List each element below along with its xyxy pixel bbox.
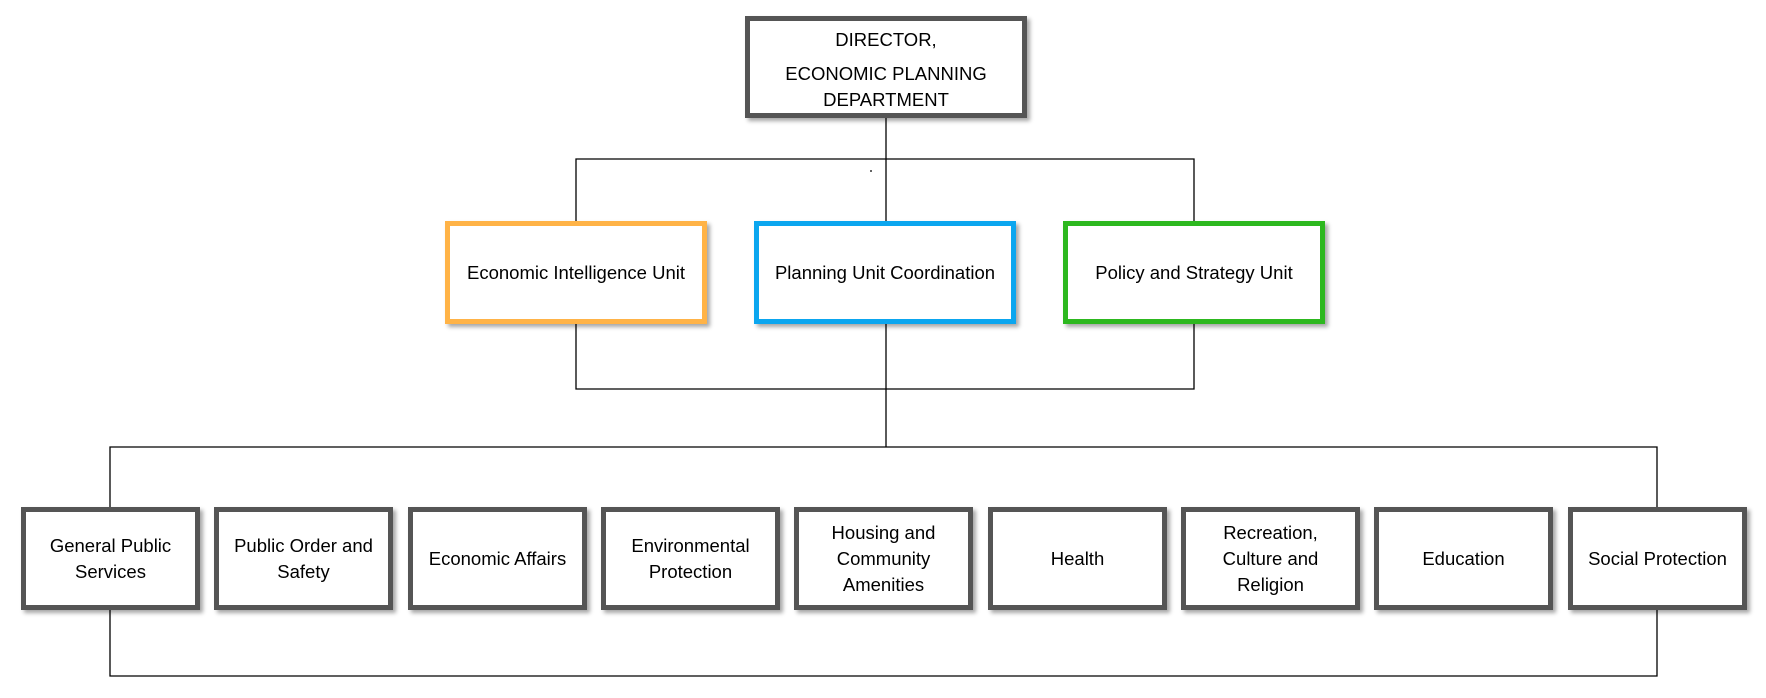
unit-label: Policy and Strategy Unit [1095, 261, 1293, 283]
connector-function-top-bracket [109, 446, 1658, 507]
function-box-recreation-culture-and-religion: Recreation, Culture and Religion [1181, 507, 1360, 610]
function-box-social-protection: Social Protection [1568, 507, 1747, 610]
function-box-public-order-and-safety: Public Order and Safety [214, 507, 393, 610]
function-label-line: Religion [1237, 573, 1304, 595]
function-box-housing-and-community-amenities: Housing and Community Amenities [794, 507, 973, 610]
function-box-environmental-protection: Environmental Protection [601, 507, 780, 610]
unit-label: Economic Intelligence Unit [467, 261, 685, 283]
function-box-economic-affairs: Economic Affairs [408, 507, 587, 610]
director-title-line1: DIRECTOR, [835, 29, 937, 50]
function-label-line: Culture and [1222, 547, 1319, 569]
function-box-general-public-services: General Public Services [21, 507, 200, 610]
function-label-line: Services [75, 560, 146, 582]
function-label-line: Amenities [842, 573, 925, 595]
function-label-line: Protection [648, 560, 733, 582]
connector-function-bottom-bracket [109, 610, 1658, 677]
function-label-line: Public Order and [234, 534, 373, 556]
function-label-line: Housing and [831, 521, 936, 543]
policy-and-strategy-unit-box: Policy and Strategy Unit [1063, 221, 1325, 324]
stray-dot [870, 170, 872, 172]
director-title-line2: ECONOMIC PLANNING [785, 63, 987, 84]
function-label-line: Health [1050, 547, 1105, 569]
function-label-line: Recreation, [1223, 521, 1318, 543]
planning-unit-coordination-box: Planning Unit Coordination [754, 221, 1016, 324]
function-label-line: Community [836, 547, 931, 569]
function-label-line: Education [1422, 547, 1505, 569]
function-box-education: Education [1374, 507, 1553, 610]
function-label-line: Economic Affairs [428, 547, 567, 569]
director-title-line3: DEPARTMENT [823, 89, 949, 110]
economic-intelligence-unit-box: Economic Intelligence Unit [445, 221, 707, 324]
connector-unit-top-bracket [575, 158, 1195, 221]
connector-unit-bottom-bracket [575, 324, 1195, 390]
function-label-line: Safety [277, 560, 330, 582]
function-label-line: General Public [49, 534, 172, 556]
function-label-line: Environmental [631, 534, 750, 556]
function-label-line: Social Protection [1588, 547, 1727, 569]
unit-label: Planning Unit Coordination [774, 261, 996, 283]
function-box-health: Health [988, 507, 1167, 610]
director-box: DIRECTOR, ECONOMIC PLANNING DEPARTMENT [745, 16, 1027, 118]
